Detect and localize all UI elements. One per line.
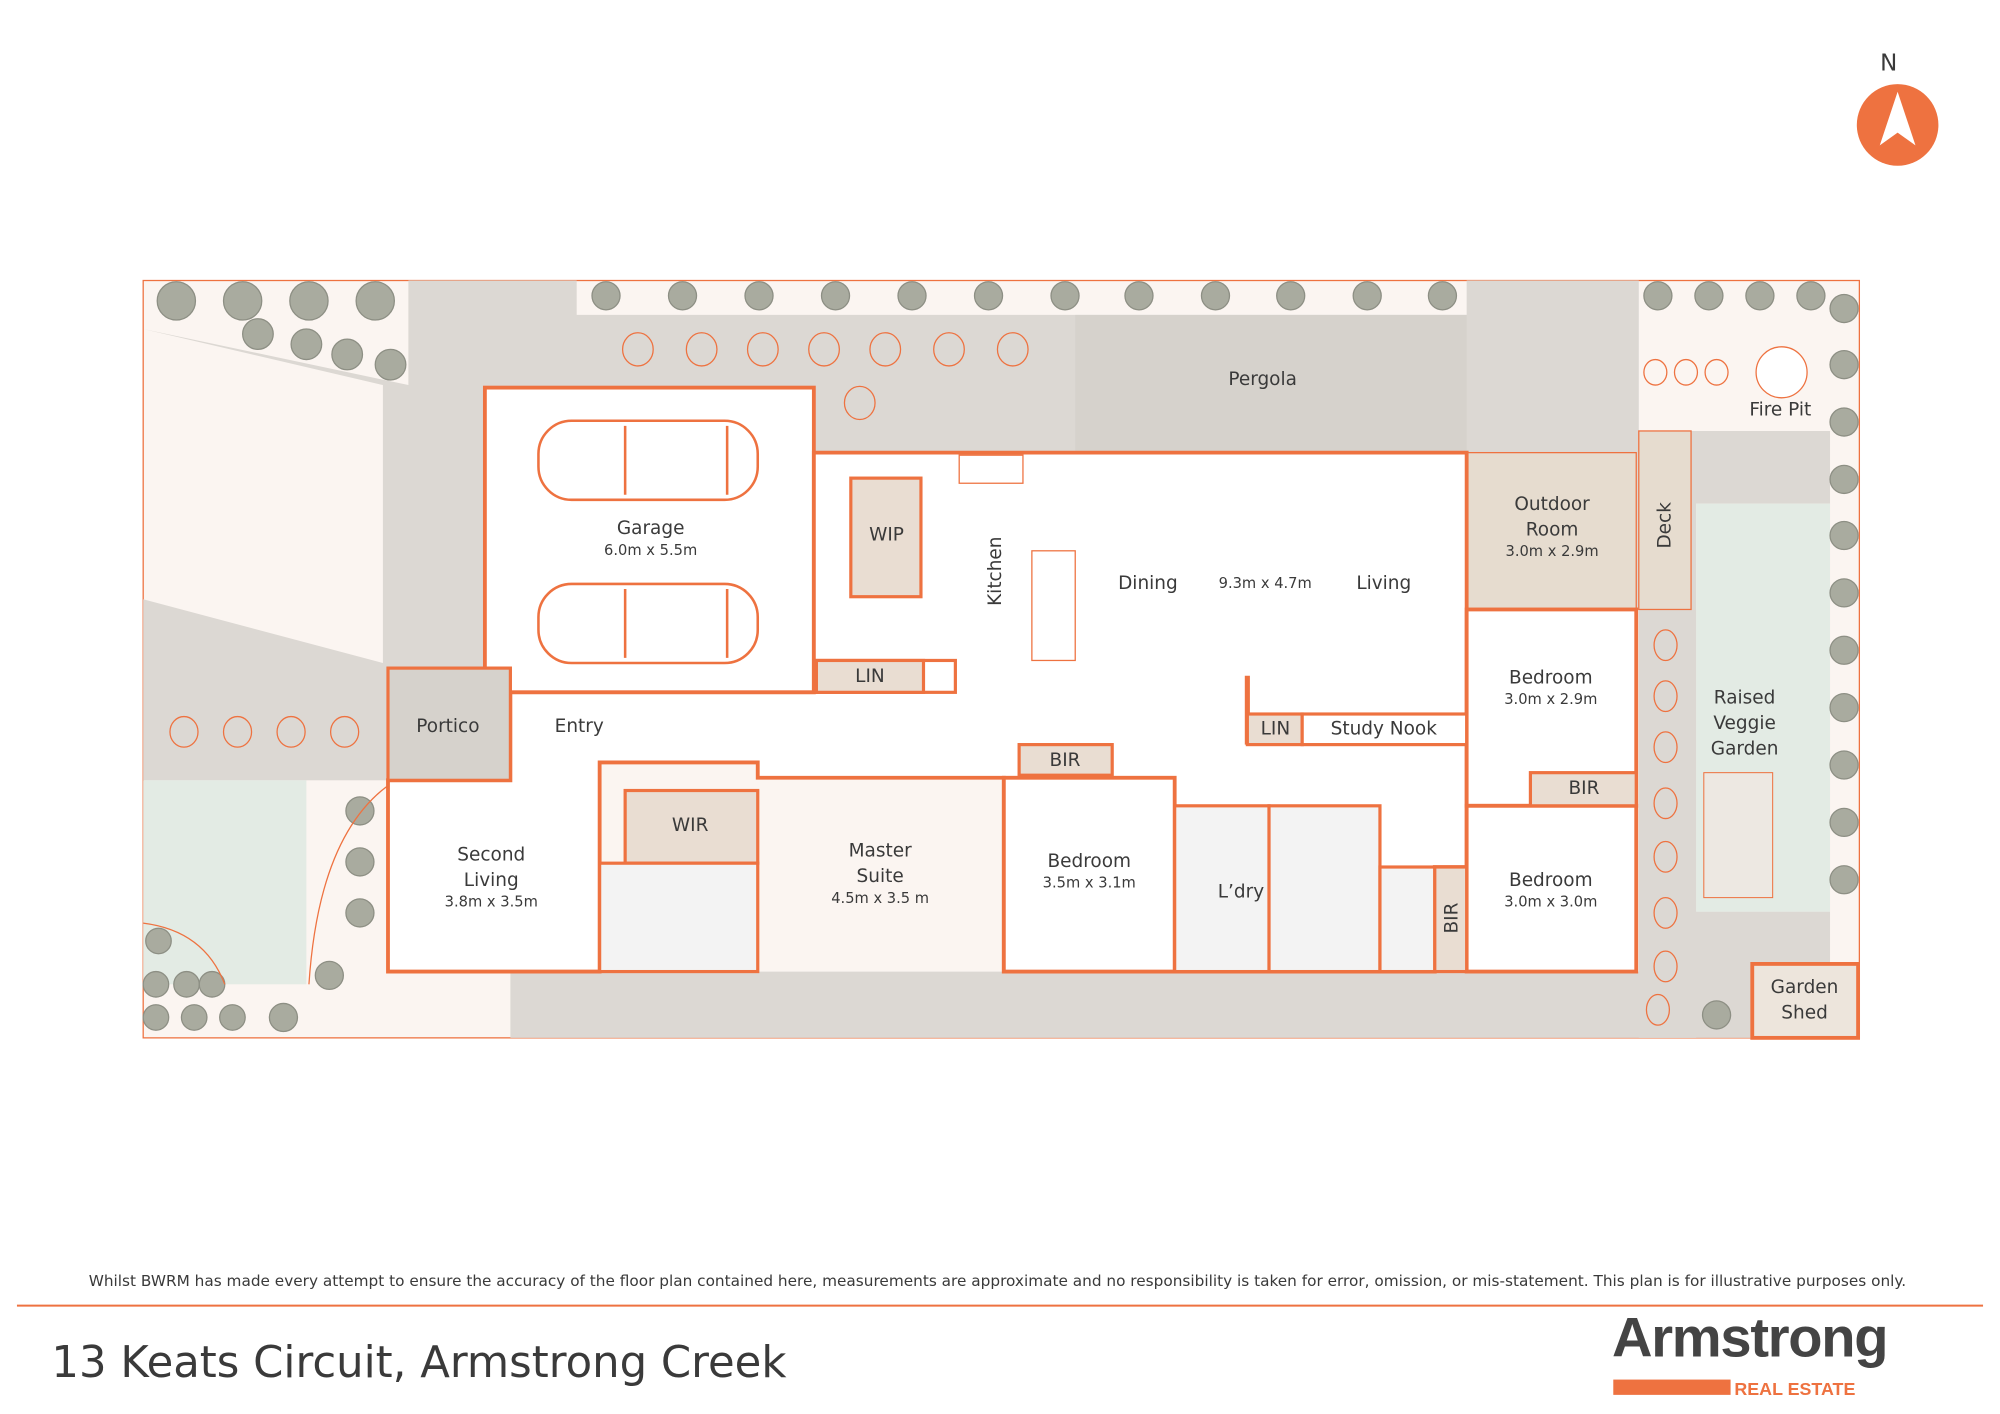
bedroom4-size: 3.0m x 3.0m — [1504, 894, 1597, 911]
house — [386, 385, 1861, 1040]
north-compass: N — [1856, 50, 1939, 166]
living-dining-size: 9.3m x 4.7m — [1219, 575, 1312, 592]
entry-label: Entry — [555, 716, 604, 737]
lin-garage-label: LIN — [855, 666, 885, 687]
second-living-label-1: Second — [457, 845, 525, 866]
master-suite-label-1: Master — [849, 841, 912, 862]
bir-bedroom3-label: BIR — [1568, 778, 1599, 799]
logo-main: Armstrong — [1612, 1306, 1887, 1369]
bedroom4-label: Bedroom — [1509, 870, 1593, 891]
garden-shed-label-2: Shed — [1781, 1003, 1828, 1024]
car-icon — [537, 419, 760, 665]
second-living-label-2: Living — [464, 870, 519, 891]
garage-label: Garage — [617, 518, 685, 539]
property-address: 13 Keats Circuit, Armstrong Creek — [51, 1338, 786, 1388]
living-label: Living — [1356, 573, 1411, 594]
logo-sub: REAL ESTATE — [1734, 1379, 1855, 1399]
garden-shed-label-1: Garden — [1771, 977, 1839, 998]
outdoor-room-label-1: Outdoor — [1514, 494, 1590, 515]
second-living-size: 3.8m x 3.5m — [445, 894, 538, 911]
garage-size: 6.0m x 5.5m — [604, 542, 697, 559]
outdoor-room-label-2: Room — [1526, 519, 1579, 540]
pebbles — [169, 332, 1729, 1026]
study-nook-label: Study Nook — [1331, 718, 1438, 739]
disclaimer: Whilst BWRM has made every attempt to en… — [89, 1272, 1906, 1290]
trees — [142, 281, 1859, 1033]
room-labels: Garage 6.0m x 5.5m WIP Kitchen Dining 9.… — [416, 369, 1838, 1024]
bir-bedroom2-label: BIR — [1050, 750, 1081, 771]
fire-pit-label: Fire Pit — [1749, 400, 1811, 421]
north-label: N — [1880, 50, 1897, 76]
wip-label: WIP — [869, 525, 904, 546]
pergola-label: Pergola — [1228, 369, 1297, 390]
lin-study-label: LIN — [1261, 718, 1291, 739]
master-suite-label-2: Suite — [857, 866, 904, 887]
dining-label: Dining — [1118, 573, 1178, 594]
laundry-label: L’dry — [1218, 882, 1264, 903]
logo-bar — [1613, 1379, 1731, 1395]
north-arrow-icon — [1879, 91, 1916, 146]
bedroom2-size: 3.5m x 3.1m — [1043, 875, 1136, 892]
veggie-garden-label-2: Veggie — [1713, 713, 1776, 734]
deck-label: Deck — [1655, 502, 1676, 549]
wir-label: WIR — [672, 815, 709, 836]
bedroom3-size: 3.0m x 2.9m — [1504, 691, 1597, 708]
bir-bedroom4-label: BIR — [1442, 902, 1463, 933]
portico-label: Portico — [416, 716, 479, 737]
outdoor-room-size: 3.0m x 2.9m — [1505, 543, 1598, 560]
master-suite-size: 4.5m x 3.5 m — [831, 890, 929, 907]
armstrong-logo: Armstrong REAL ESTATE — [1612, 1306, 1889, 1399]
kitchen-label: Kitchen — [985, 536, 1006, 605]
veggie-garden-label-1: Raised — [1714, 688, 1776, 709]
footer: Whilst BWRM has made every attempt to en… — [16, 1272, 1984, 1399]
bedroom3-label: Bedroom — [1509, 667, 1593, 688]
bedroom2-label: Bedroom — [1047, 851, 1131, 872]
veggie-garden-label-3: Garden — [1711, 739, 1779, 760]
